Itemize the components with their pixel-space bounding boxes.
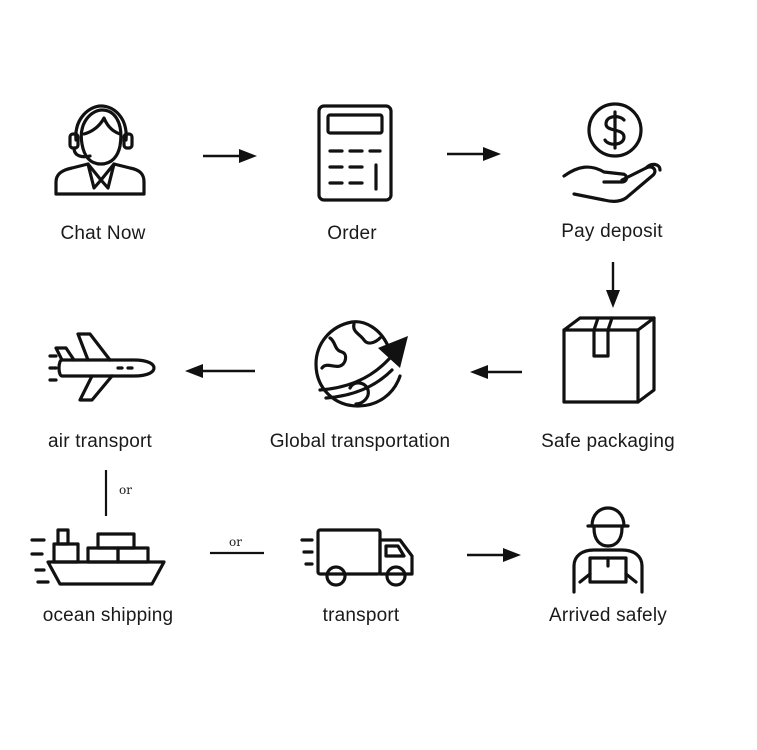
truck-icon (300, 528, 414, 587)
step-label-order: Order (327, 223, 377, 244)
step-label-chat: Chat Now (60, 223, 146, 244)
calculator-icon (317, 104, 393, 202)
arrow-left-icon (185, 364, 255, 378)
arrow-right-icon (467, 548, 521, 562)
step-label-truck: transport (322, 605, 400, 626)
delivery-person-icon (572, 506, 644, 594)
step-label-arrived: Arrived safely (549, 605, 667, 626)
arrow-right-icon (447, 147, 501, 161)
step-label-air: air transport (48, 431, 152, 452)
cargo-ship-icon (30, 528, 166, 586)
step-label-ocean: ocean shipping (42, 605, 174, 626)
arrow-left-icon (470, 365, 522, 379)
globe-arrow-icon (314, 320, 408, 408)
customer-service-icon (54, 104, 146, 196)
step-label-deposit: Pay deposit (561, 221, 663, 242)
step-label-packaging: Safe packaging (541, 431, 675, 452)
arrow-down-icon (606, 262, 620, 308)
step-label-global: Global transportation (269, 431, 451, 452)
arrow-right-icon (203, 149, 257, 163)
or-connector-vertical (104, 470, 108, 516)
or-label-horizontal: or (229, 535, 242, 549)
airplane-icon (48, 332, 156, 402)
or-connector-horizontal (210, 551, 264, 555)
box-icon (562, 316, 656, 404)
or-label-vertical: or (119, 483, 132, 497)
money-hand-icon (562, 102, 662, 203)
